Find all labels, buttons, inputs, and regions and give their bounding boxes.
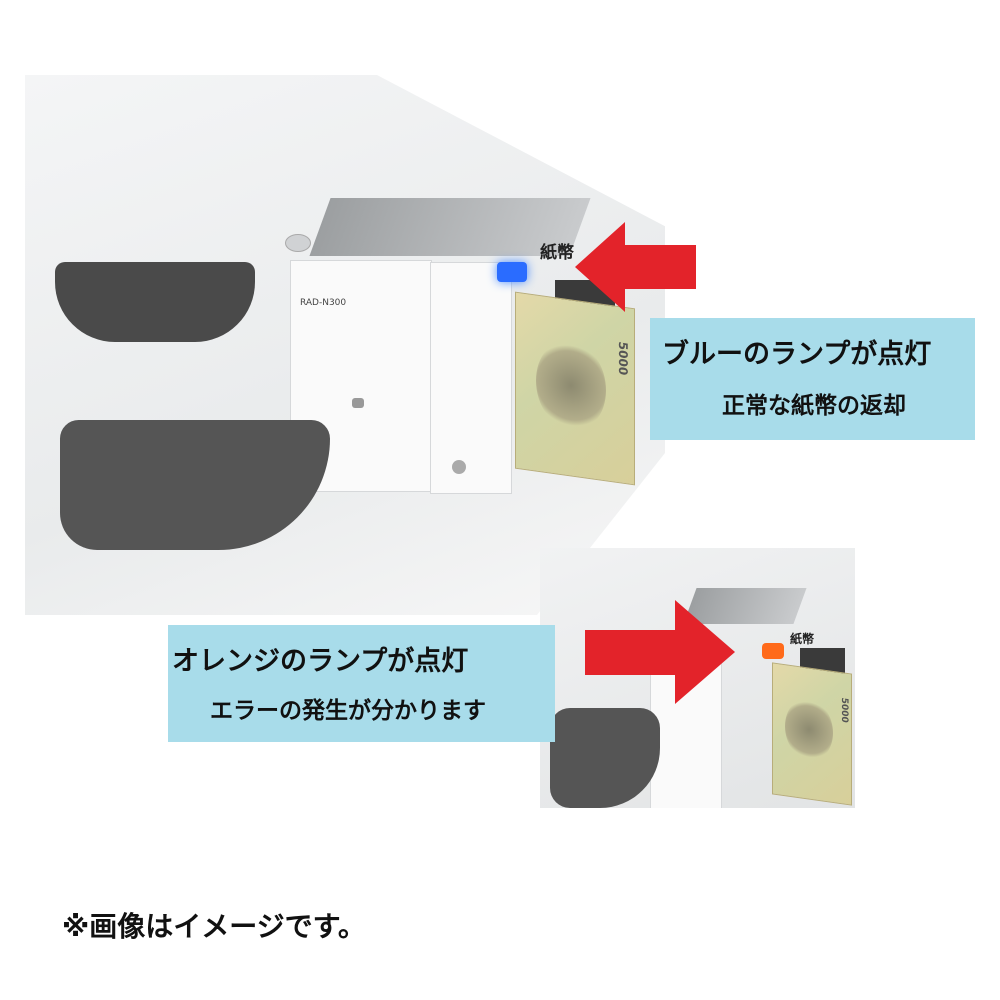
arrow-right-shaft — [585, 630, 675, 675]
coin-tray — [550, 708, 660, 808]
orange-lamp-callout: オレンジのランプが点灯 エラーの発生が分かります — [168, 625, 555, 742]
blue-lamp-callout: ブルーのランプが点灯 正常な紙幣の返却 — [650, 318, 975, 440]
slot-label: 紙幣 — [540, 243, 574, 263]
arrow-left-icon — [575, 222, 625, 312]
banknote-value: 5000 — [616, 340, 630, 377]
footnote: ※画像はイメージです。 — [62, 910, 366, 943]
model-label: RAD-N300 — [300, 298, 347, 308]
banknote-value: 5000 — [839, 696, 849, 724]
callout-subtitle: 正常な紙幣の返却 — [722, 393, 906, 419]
orange-lamp — [762, 643, 784, 659]
blue-lamp — [497, 262, 527, 282]
lock-icon — [352, 398, 364, 408]
side-panel — [430, 262, 512, 494]
coin-hopper — [55, 262, 255, 342]
banknote: 5000 — [515, 291, 635, 486]
callout-title: ブルーのランプが点灯 — [662, 339, 932, 370]
callout-title: オレンジのランプが点灯 — [172, 646, 469, 677]
banknote-portrait — [536, 335, 606, 436]
banknote: 5000 — [772, 662, 852, 806]
power-button — [285, 234, 311, 252]
arrow-right-icon — [675, 600, 735, 704]
lock-icon — [452, 460, 466, 474]
banknote-portrait — [785, 695, 833, 764]
slot-label: 紙幣 — [790, 632, 815, 646]
arrow-left-shaft — [624, 245, 696, 289]
callout-subtitle: エラーの発生が分かります — [210, 698, 486, 724]
